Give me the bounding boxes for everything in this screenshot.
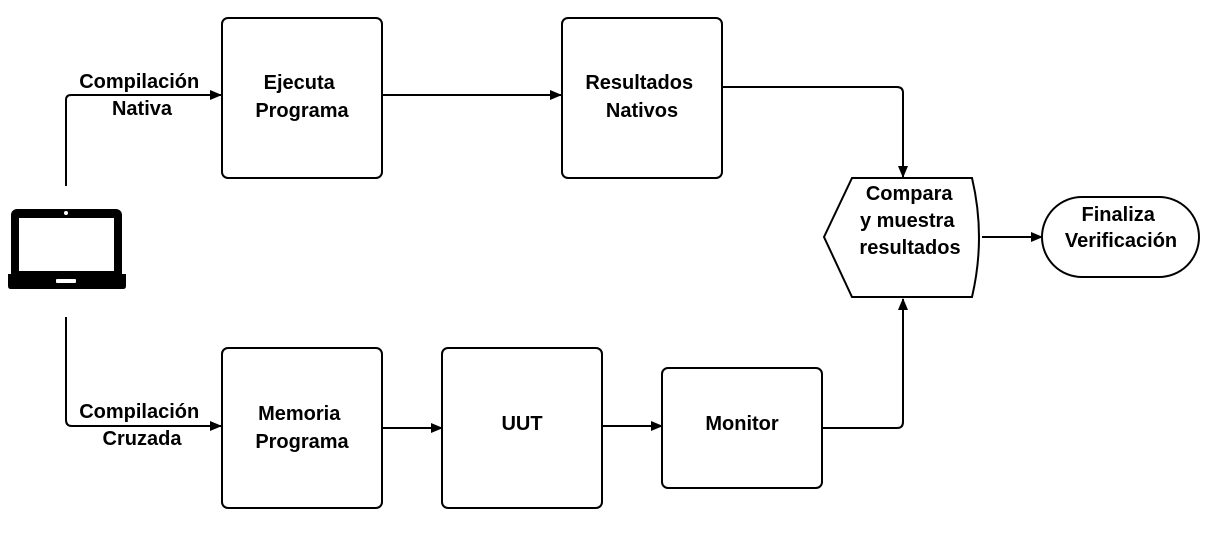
node-uut-label: UUT: [501, 413, 542, 435]
node-resultados-label: Resultados Nativos: [585, 72, 698, 122]
node-monitor: [661, 367, 823, 489]
node-uut: [441, 347, 603, 509]
node-resultados-nativos: [561, 17, 723, 179]
node-ejecuta-programa: [221, 17, 383, 179]
node-memoria-programa: [221, 347, 383, 509]
native-compilation-arrow: [65, 90, 222, 186]
node-ejecuta-label: Ejecuta Programa: [255, 72, 349, 122]
node-compara-display: [822, 177, 980, 298]
laptop-icon: [8, 209, 126, 289]
label-compilacion-nativa: Compilación Nativa: [79, 71, 205, 120]
node-monitor-label: Monitor: [705, 413, 779, 435]
node-compara-label: Compara y muestra resultados: [859, 183, 960, 259]
resultados-to-compara-arrow: [722, 86, 908, 178]
node-finaliza-label: Finaliza Verificación: [1065, 204, 1177, 252]
label-compilacion-cruzada: Compilación Cruzada: [79, 401, 205, 450]
monitor-to-compara-arrow: [822, 298, 908, 429]
node-finaliza-terminator: [1041, 196, 1200, 278]
node-memoria-label: Memoria Programa: [255, 403, 349, 453]
cross-compilation-arrow: [65, 317, 222, 431]
